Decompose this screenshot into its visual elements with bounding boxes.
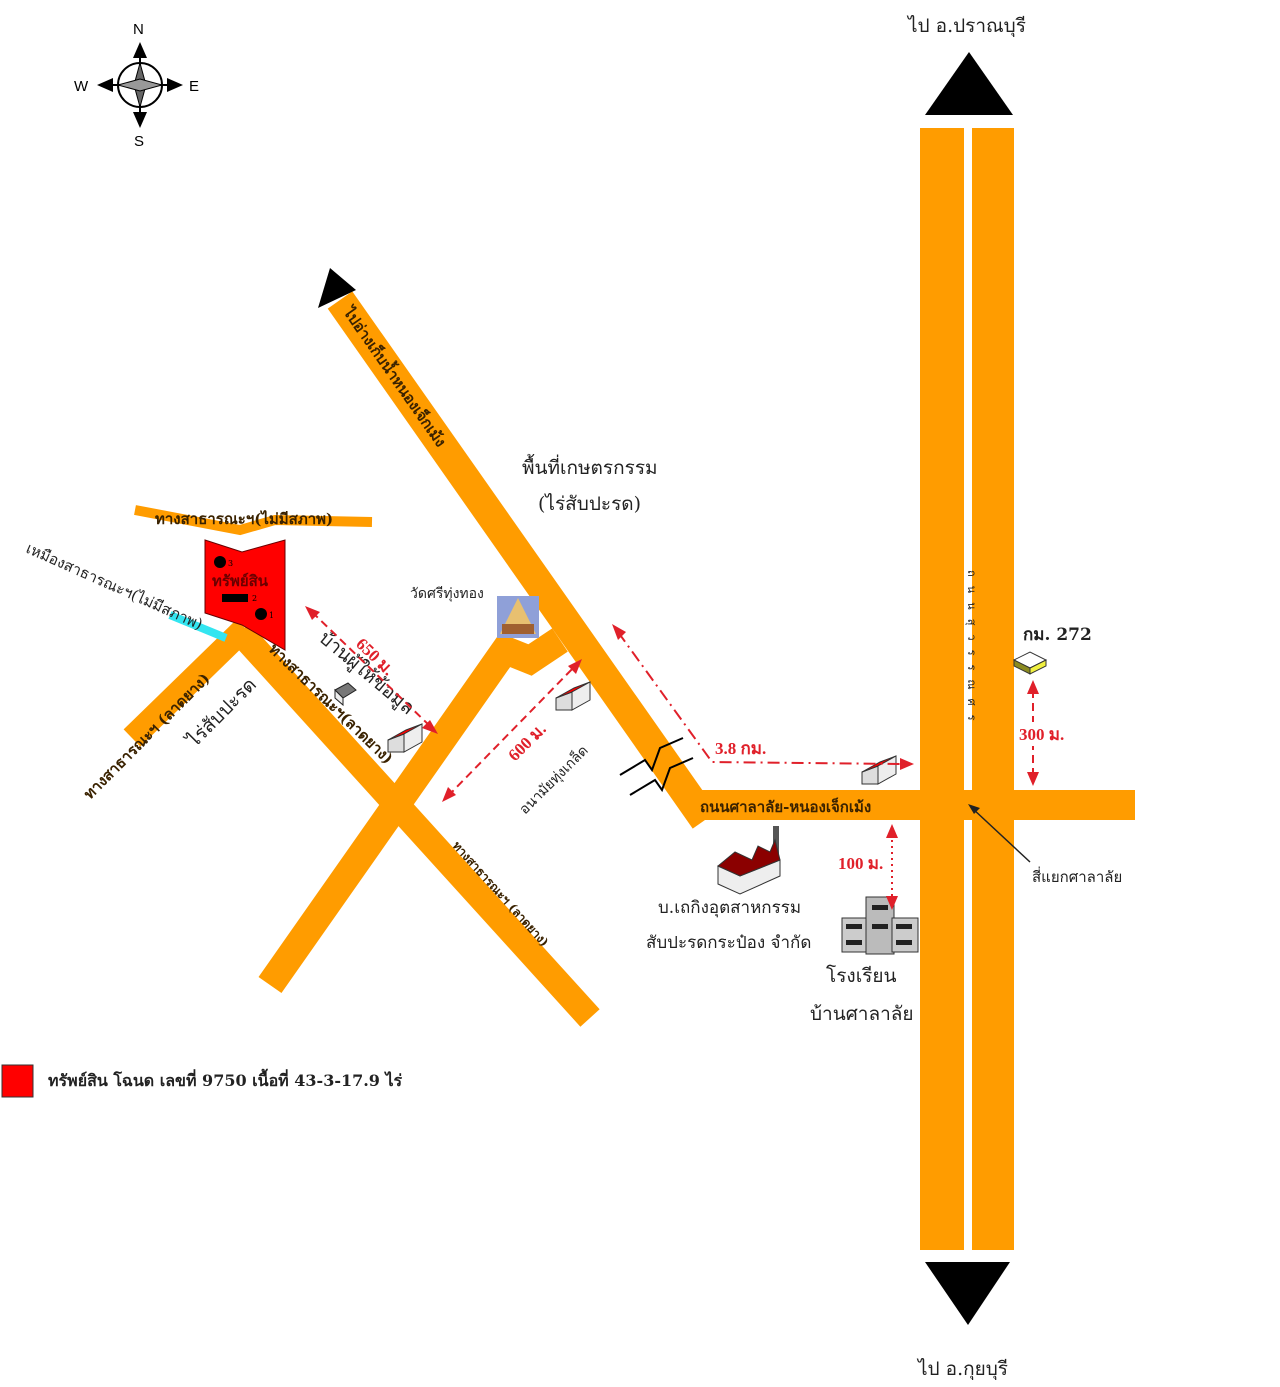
school-label: โรงเรียน (826, 964, 897, 987)
point-1-icon (255, 608, 267, 620)
point-3-icon (214, 556, 226, 568)
compass-north: N (133, 21, 144, 38)
agri-sublabel: (ไร่สับปะรด) (538, 493, 641, 515)
compass-west: W (74, 78, 89, 95)
main-road (690, 790, 1135, 820)
point-2-icon (222, 594, 248, 602)
point-2-label: 2 (252, 594, 257, 603)
highway: ไป อ.ปราณบุรี ไป อ.กุยบุรี ถนนสุวรรณศร (906, 15, 1026, 1381)
agri-label: พื้นที่เกษตรกรรม (522, 454, 658, 479)
km-marker-label: กม. 272 (1023, 625, 1092, 645)
distance-600: 600 ม. (504, 719, 549, 764)
northwest-road (327, 291, 718, 829)
compass-icon: N S W E (74, 21, 199, 150)
top-road (134, 505, 373, 536)
factory-label: บ.เถกิงอุตสาหกรรม (658, 898, 801, 918)
compass-south: S (134, 133, 144, 150)
property-road (230, 623, 600, 1027)
distance-300: 300 ม. (1019, 725, 1064, 744)
highway-label: ถนนสุวรรณศร (965, 570, 978, 730)
distance-3-8km: 3.8 กม. (715, 739, 766, 758)
compass-east: E (189, 78, 199, 95)
temple-label: วัดศรีทุ่งทอง (410, 586, 484, 602)
road-break-icon (619, 737, 694, 796)
house-icon (387, 723, 423, 753)
ditch (168, 611, 228, 642)
main-road-label: ถนนศาลาลัย-หนองเจ็กเม้ง (700, 797, 871, 816)
northwest-destination: ไปอ่างเก็บน้ำหนองเจ็กเม้ง (339, 301, 453, 451)
factory-sublabel: สับปะรดกระป๋อง จำกัด (646, 933, 811, 953)
left-road (123, 619, 254, 747)
north-destination: ไป อ.ปราณบุรี (906, 15, 1026, 38)
km-marker-icon (1012, 651, 1048, 675)
small-building-icon (334, 682, 357, 707)
top-road-label: ทางสาธารณะฯ(ไม่มีสภาพ) (155, 509, 333, 528)
house-icon (861, 755, 897, 785)
legend-swatch (1, 1064, 34, 1098)
temple-icon (497, 596, 539, 638)
junction-label: สี่แยกศาลาลัย (1032, 866, 1122, 886)
south-destination: ไป อ.กุยบุรี (916, 1358, 1008, 1381)
junction-pointer (971, 807, 1031, 863)
property-label: ทรัพย์สิน (212, 572, 269, 590)
northwest-arrow-icon (318, 268, 356, 308)
house-icon (555, 681, 591, 711)
school-icon (841, 896, 919, 955)
distance-100: 100 ม. (838, 854, 883, 873)
point-1-label: 1 (269, 611, 274, 620)
ditch-label: เหมืองสาธารณะฯ(ไม่มีสภาพ) (23, 539, 205, 633)
north-arrow-icon (925, 52, 1013, 115)
school-sublabel: บ้านศาลาลัย (810, 1003, 914, 1025)
temple-road (258, 628, 568, 994)
south-arrow-icon (925, 1262, 1010, 1325)
legend-label: ทรัพย์สิน โฉนด เลขที่ 9750 เนื้อที่ 43-3… (48, 1068, 403, 1090)
point-3-label: 3 (228, 559, 233, 568)
factory-icon (717, 826, 781, 895)
